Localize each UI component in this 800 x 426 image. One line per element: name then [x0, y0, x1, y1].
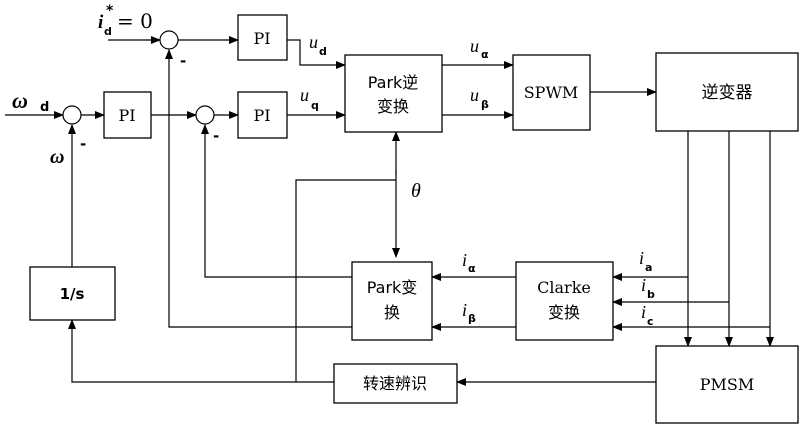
ic-subscript: c	[647, 315, 654, 328]
clarke-block	[515, 261, 614, 341]
park-block	[351, 261, 433, 341]
wire-iq-feedback	[201, 124, 352, 278]
pi-q-label: PI	[253, 106, 270, 125]
ualpha-symbol: u	[470, 36, 479, 56]
pi-q-block	[237, 91, 288, 139]
uq-subscript: q	[311, 99, 319, 112]
ud-symbol: u	[309, 32, 318, 52]
inverter-block	[655, 52, 799, 132]
integrator-block	[29, 266, 116, 321]
ubeta-symbol: u	[470, 85, 479, 105]
pi-speed-block	[103, 91, 152, 139]
id-ref-superscript: *	[106, 3, 114, 19]
pi-d-block	[237, 14, 288, 61]
pi-d-label: PI	[253, 29, 270, 48]
wire-speedid-integrator	[68, 319, 334, 383]
omega-ref-subscript: d	[40, 100, 49, 115]
ibeta-symbol: i	[462, 300, 467, 320]
id-ref-symbol: i	[98, 12, 104, 33]
pmsm-block	[655, 345, 799, 424]
ib-subscript: b	[647, 288, 655, 301]
spwm-block	[512, 54, 591, 131]
sum-d-minus-sign: -	[180, 52, 186, 70]
park-inverse-block	[344, 54, 443, 133]
omega-feedback-label: ω	[50, 146, 64, 168]
ic-symbol: i	[641, 302, 646, 322]
sum-junction-d	[159, 30, 179, 50]
ubeta-subscript: β	[481, 98, 489, 111]
theta-label: θ	[411, 180, 421, 202]
speed-identification-label: 转速辨识	[363, 374, 427, 393]
speed-identification-block	[333, 363, 458, 404]
ialpha-subscript: α	[468, 262, 476, 275]
sum-speed-minus-sign: -	[80, 135, 86, 153]
park-inverse-label-line1: Park逆	[368, 73, 419, 92]
ud-subscript: d	[319, 45, 327, 58]
spwm-label: SPWM	[524, 83, 579, 102]
sum-junction-speed	[62, 105, 82, 125]
clarke-label-line2: 变换	[548, 303, 580, 322]
park-inverse-label-line2: 变换	[377, 97, 409, 116]
park-label-line2: 换	[384, 303, 400, 322]
sum-q-minus-sign: -	[213, 127, 219, 145]
ia-subscript: a	[645, 261, 652, 274]
inverter-label: 逆变器	[702, 83, 753, 103]
ibeta-subscript: β	[468, 312, 476, 325]
uq-symbol: u	[300, 85, 309, 105]
wire-theta-source	[295, 179, 396, 382]
id-ref-equals-zero: = 0	[117, 9, 153, 33]
wire-id-feedback	[165, 49, 352, 328]
sum-junction-q	[195, 105, 215, 125]
ialpha-symbol: i	[462, 250, 467, 270]
omega-ref-symbol: ω	[12, 88, 28, 113]
wire-ud	[287, 39, 346, 69]
ib-symbol: i	[641, 275, 646, 295]
pi-speed-label: PI	[118, 106, 135, 125]
ualpha-subscript: α	[481, 48, 489, 61]
ia-symbol: i	[639, 248, 644, 268]
park-label-line1: Park变	[367, 278, 418, 297]
id-ref-subscript: d	[104, 25, 112, 38]
clarke-label-line1: Clarke	[537, 278, 591, 297]
pmsm-label: PMSM	[700, 375, 755, 394]
integrator-label: 1/s	[60, 285, 85, 303]
